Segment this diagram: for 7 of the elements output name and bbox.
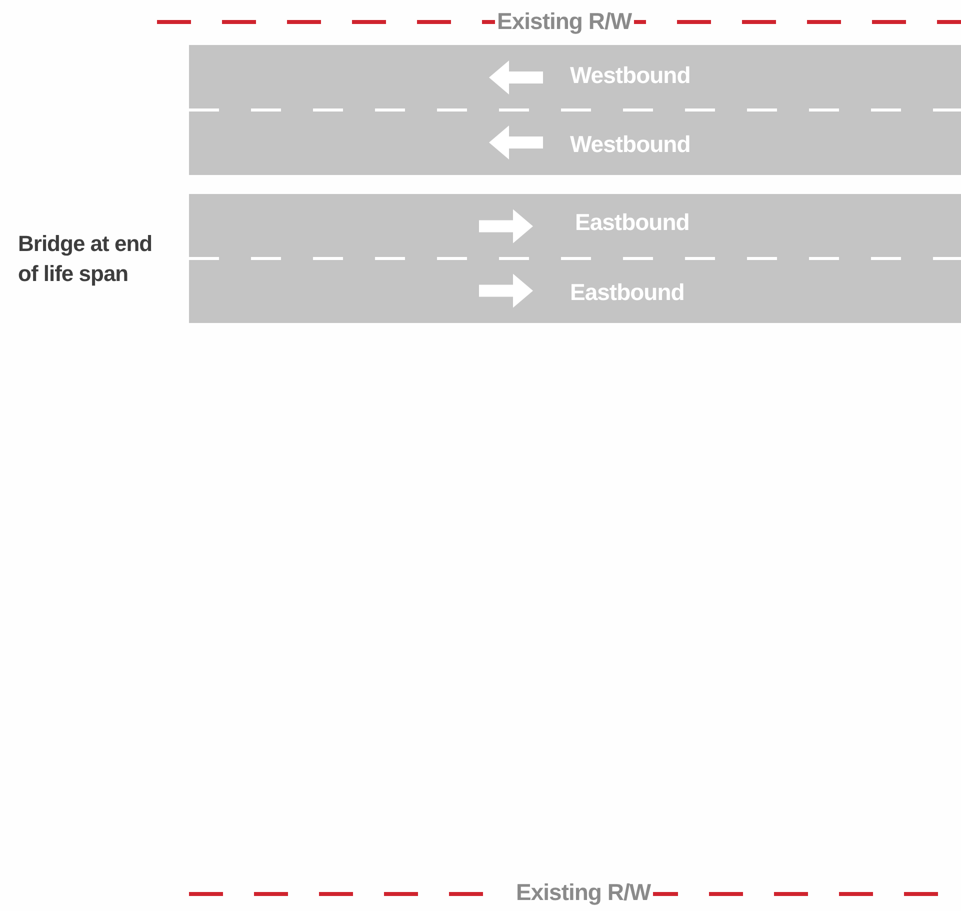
- lane-label: Eastbound: [575, 209, 690, 236]
- lane-label: Westbound: [570, 131, 690, 158]
- bridge-note: Bridge at end of life span: [18, 230, 154, 288]
- lane-label: Westbound: [570, 62, 690, 89]
- roadway-band: [189, 194, 961, 323]
- lane-label: Eastbound: [570, 279, 684, 306]
- roadway-band: [189, 45, 961, 175]
